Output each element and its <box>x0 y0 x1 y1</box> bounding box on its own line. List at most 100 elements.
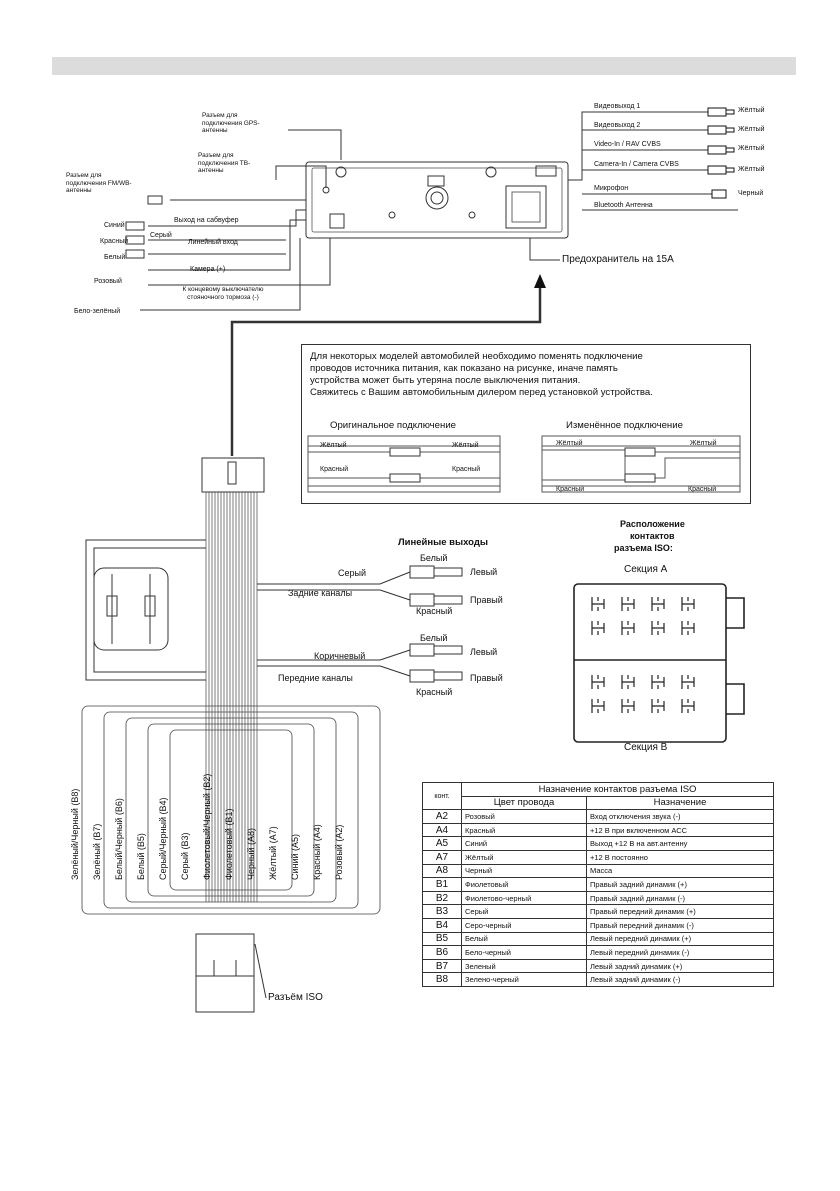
iso-pin <box>651 699 665 713</box>
cell-purpose: Правый задний динамик (-) <box>586 890 774 906</box>
rear-right-label: Правый <box>470 595 503 605</box>
iso-connector-label: Разъём ISO <box>268 992 323 1003</box>
video-out-2-label: Видеовыход 2 <box>594 122 641 129</box>
grey-small-label: Серый <box>150 232 172 239</box>
cell-color: Зеленый <box>461 958 587 974</box>
col-contact: конт. <box>422 781 462 811</box>
cell-pin: В2 <box>422 890 462 906</box>
cell-purpose: Левый задний динамик (-) <box>586 972 774 987</box>
rear-white-label: Белый <box>420 553 448 563</box>
mod-yellow-right: Жёлтый <box>690 440 717 447</box>
note-box: Для некоторых моделей автомобилей необхо… <box>301 344 751 504</box>
line-input-label: Линейный вход <box>188 239 238 246</box>
video-out-1-plug: Жёлтый <box>738 107 765 114</box>
mod-yellow-left: Жёлтый <box>556 440 583 447</box>
harness-wire-label: Зелёный (В7) <box>92 823 102 880</box>
front-red-label: Красный <box>416 687 453 697</box>
front-wire-label: Коричневый <box>314 651 366 661</box>
camera-in-label: Camera-In / Camera CVBS <box>594 161 679 168</box>
iso-pin <box>621 597 635 611</box>
iso-layout-title-3: разъема ISO: <box>614 543 673 553</box>
mic-plug: Черный <box>738 190 764 197</box>
cell-color: Жёлтый <box>461 849 587 865</box>
cell-color: Серо-черный <box>461 917 587 933</box>
col-purpose: Назначение <box>586 795 774 811</box>
cell-purpose: +12 В при включенном АСС <box>586 822 774 838</box>
subwoofer-label: Выход на сабвуфер <box>174 217 239 224</box>
cell-pin: А2 <box>422 809 462 824</box>
iso-pin <box>651 597 665 611</box>
cell-purpose: Правый передний динамик (+) <box>586 904 774 919</box>
cell-color: Серый <box>461 904 587 919</box>
harness-wire-label: Красный (А4) <box>312 824 322 880</box>
video-in-label: Video-In / RAV CVBS <box>594 141 661 148</box>
harness-wire-label: Серый (В3) <box>180 832 190 880</box>
note-line-3: устройства может быть утеряна после выкл… <box>310 375 581 386</box>
cell-color: Фиолетово-черный <box>461 890 587 906</box>
iso-pin <box>681 597 695 611</box>
cell-purpose: Масса <box>586 863 774 879</box>
orig-red-left: Красный <box>320 466 349 473</box>
wire-label-red: Красный <box>100 238 129 245</box>
cell-pin: В3 <box>422 904 462 919</box>
iso-pin-table: конт. Назначение контактов разъема ISO Ц… <box>422 781 774 987</box>
parking-brake-label: К концевому выключателю стояночного торм… <box>182 286 264 301</box>
iso-pin <box>591 675 605 689</box>
cell-color: Зелено-черный <box>461 972 587 987</box>
orig-yellow-right: Жёлтый <box>452 442 479 449</box>
harness-wire-label: Розовый (А2) <box>334 824 344 880</box>
harness-wire-label: Серый/Черный (В4) <box>158 797 168 881</box>
cell-color: Фиолетовый <box>461 877 587 892</box>
note-line-2: проводов источника питания, как показано… <box>310 363 618 374</box>
table-title: Назначение контактов разъема ISO <box>461 782 774 797</box>
line-outputs-title: Линейные выходы <box>398 537 488 548</box>
wire-label-white: Белый <box>104 254 126 261</box>
iso-layout-title-2: контактов <box>630 531 675 541</box>
cell-pin: В1 <box>422 877 462 892</box>
front-white-label: Белый <box>420 633 448 643</box>
iso-pin <box>621 699 635 713</box>
cell-color: Розовый <box>461 809 587 824</box>
cell-pin: В8 <box>422 972 462 987</box>
rear-left-label: Левый <box>470 567 498 577</box>
iso-pin <box>681 699 695 713</box>
harness-top-connector <box>201 457 265 493</box>
fm-antenna-label: Разъем для подключения FM/WB-антенны <box>66 172 132 194</box>
wire-label-white-green: Бело-зелёный <box>74 308 121 315</box>
cell-pin: А4 <box>422 822 462 838</box>
iso-pin <box>681 621 695 635</box>
orig-red-right: Красный <box>452 466 481 473</box>
modified-connection-title: Изменённое подключение <box>566 420 683 431</box>
section-a-label: Секция А <box>624 564 668 575</box>
harness-wire-label: Зелёный/Черный (В8) <box>70 788 80 880</box>
tv-antenna-label: Разъем для подключения TB-антенны <box>198 152 251 174</box>
cell-color: Черный <box>461 863 587 879</box>
iso-pin <box>591 699 605 713</box>
cell-pin: В5 <box>422 931 462 947</box>
rear-red-label: Красный <box>416 606 453 616</box>
rear-wire-label: Серый <box>338 568 367 578</box>
harness-wire-label: Синий (А5) <box>290 833 300 880</box>
wire-label-pink: Розовый <box>94 278 122 285</box>
iso-pin <box>681 675 695 689</box>
cell-pin: В4 <box>422 917 462 933</box>
cell-purpose: Левый задний динамик (+) <box>586 958 774 974</box>
video-out-2-plug: Жёлтый <box>738 126 765 133</box>
bluetooth-label: Bluetooth Антенна <box>594 202 653 209</box>
cell-purpose: Левый передний динамик (-) <box>586 945 774 960</box>
cell-purpose: Правый передний динамик (-) <box>586 917 774 933</box>
iso-pin <box>651 621 665 635</box>
front-right-label: Правый <box>470 673 503 683</box>
video-in-plug: Жёлтый <box>738 145 765 152</box>
front-channels-label: Передние каналы <box>278 673 353 683</box>
camera-label: Камера (+) <box>190 266 226 273</box>
cell-color: Красный <box>461 822 587 838</box>
mod-red-left: Красный <box>556 486 585 493</box>
rear-channels-label: Задние каналы <box>288 588 353 598</box>
